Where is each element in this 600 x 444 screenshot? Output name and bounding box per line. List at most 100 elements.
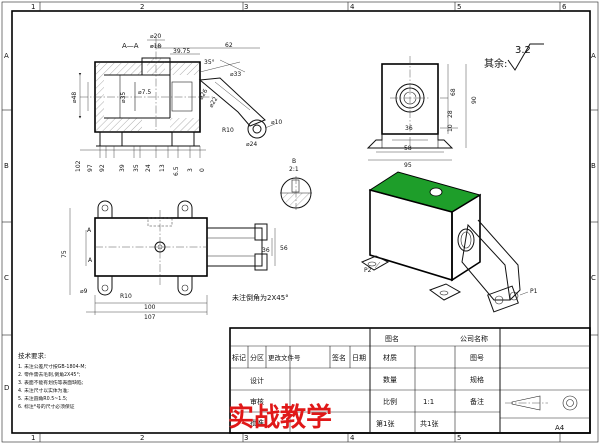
row-letter: A xyxy=(4,52,9,60)
dim-text: ⌀24 xyxy=(246,141,257,148)
tb-header-cell: 日期 xyxy=(352,354,366,362)
tb-paper-size: A4 xyxy=(555,424,565,432)
tb-design: 设计 xyxy=(250,376,264,385)
row-letter: D xyxy=(4,384,9,392)
tb-drawing-name: 图名 xyxy=(385,334,399,343)
row-letters-right: A B C xyxy=(591,52,596,282)
tb-remarks: 备注 xyxy=(470,397,484,406)
col-number: 2 xyxy=(140,3,144,11)
top-view: A A 75 56 36 ⌀9 R10 100 107 未注倒角为2X45° xyxy=(61,200,289,321)
col-number: 1 xyxy=(31,434,35,442)
title-block: 标记 分区 更改文件号 签名 日期 设计 审核 批准 图名 公司名称 材质 图号… xyxy=(229,327,591,434)
dim-text: 10 xyxy=(447,124,454,132)
dim-text: ⌀18 xyxy=(150,43,161,50)
ordinate-dim: 102 xyxy=(75,160,82,172)
roughness-label: 其余: xyxy=(484,57,507,70)
ordinate-dim: 24 xyxy=(145,164,152,172)
detail-label: B xyxy=(292,158,296,165)
roughness-value: 3.2 xyxy=(515,45,531,56)
ordinate-dim: 13 xyxy=(159,164,166,172)
dim-text: 62 xyxy=(225,42,233,49)
dim-text: ⌀48 xyxy=(71,92,78,103)
dim-text: 58 xyxy=(404,145,412,152)
dim-text: ⌀9 xyxy=(80,288,88,295)
chamfer-note: 未注倒角为2X45° xyxy=(232,293,289,302)
tb-spec: 规格 xyxy=(470,375,484,384)
ordinate-dim: 39 xyxy=(119,164,126,172)
ordinate-dim: 6.5 xyxy=(173,166,180,176)
mounting-ear xyxy=(177,276,193,296)
tb-sheet-no: 第1张 xyxy=(376,419,394,428)
dim-text: 36 xyxy=(405,125,413,132)
dim-text: 107 xyxy=(144,314,156,321)
roughness-symbol: 其余: 3.2 xyxy=(484,43,544,71)
dim-text: 75 xyxy=(61,250,68,258)
hatch-region xyxy=(96,118,142,131)
tb-header-cell: 更改文件号 xyxy=(268,353,301,362)
tb-header-cell: 标记 xyxy=(232,353,246,362)
section-view-a-a: A—A xyxy=(71,33,282,176)
section-label: A—A xyxy=(122,42,139,50)
side-view: 68 90 28 10 36 58 95 xyxy=(366,56,478,169)
tech-notes-title: 技术要求: xyxy=(18,351,46,360)
tb-scale: 比例 xyxy=(383,397,397,406)
column-numbers-top: 1 2 3 4 5 6 xyxy=(31,3,567,11)
col-number: 2 xyxy=(140,434,144,442)
dim-text: 68 xyxy=(450,88,457,96)
tb-sheet-total: 共1张 xyxy=(420,419,438,428)
row-letter: C xyxy=(591,274,596,282)
dim-text: ⌀10 xyxy=(271,119,282,126)
dim-text: ⌀26 xyxy=(198,88,210,101)
tb-quantity: 数量 xyxy=(383,375,397,384)
mounting-ear xyxy=(177,200,193,218)
dim-text: 35° xyxy=(204,59,215,66)
tb-material: 材质 xyxy=(383,353,397,362)
detail-view-b: B 2:1 xyxy=(280,158,312,210)
col-number: 5 xyxy=(457,434,461,442)
dim-text: 95 xyxy=(404,162,412,169)
detail-scale: 2:1 xyxy=(289,166,299,173)
ordinate-dim: 0 xyxy=(199,168,206,172)
mounting-ear xyxy=(97,276,113,296)
tb-header-cell: 分区 xyxy=(250,353,264,362)
tech-note-line: 1. 未注公差尺寸按GB-1804-M; xyxy=(18,363,86,370)
hatch-region xyxy=(96,63,142,75)
col-number: 5 xyxy=(457,3,461,11)
dim-text: 100 xyxy=(144,304,156,311)
tech-note-line: 2. 零件需去毛刺,倒角2X45°; xyxy=(18,371,81,378)
section-marker: A xyxy=(88,257,93,264)
dim-text: ⌀35 xyxy=(120,92,127,103)
dim-text: 56 xyxy=(280,245,288,252)
tech-note-line: 6. 标注*号的尺寸必须保证 xyxy=(18,403,75,410)
tb-review: 审核 xyxy=(250,397,264,406)
point-label: P1 xyxy=(530,288,538,295)
dim-text: 28 xyxy=(447,110,454,118)
dim-text: R10 xyxy=(222,127,234,134)
tb-scale-value: 1:1 xyxy=(423,398,434,406)
ordinate-dim: 3 xyxy=(187,168,194,172)
section-marker: A xyxy=(87,227,92,234)
row-letter: B xyxy=(591,162,596,170)
projection-symbol xyxy=(505,395,578,411)
col-number: 4 xyxy=(350,3,355,11)
col-number: 6 xyxy=(562,3,567,11)
col-number: 3 xyxy=(244,434,248,442)
dim-text: ⌀33 xyxy=(230,71,241,78)
mounting-ear xyxy=(97,200,113,218)
tb-header-cell: 签名 xyxy=(332,353,346,362)
dim-text: 36 xyxy=(262,247,270,254)
watermark-text: 实战教学 xyxy=(228,402,332,433)
row-letter: B xyxy=(4,162,9,170)
dim-text: ⌀22 xyxy=(208,96,220,109)
tb-approve: 批准 xyxy=(250,418,264,427)
row-letter: A xyxy=(591,52,596,60)
column-numbers-bottom: 1 2 3 4 5 xyxy=(31,434,461,442)
ordinate-dim: 92 xyxy=(99,164,106,172)
hatch-region xyxy=(170,63,199,75)
col-number: 3 xyxy=(244,3,248,11)
dim-text: 90 xyxy=(471,96,478,104)
col-number: 1 xyxy=(31,3,35,11)
row-letter: C xyxy=(4,274,9,282)
